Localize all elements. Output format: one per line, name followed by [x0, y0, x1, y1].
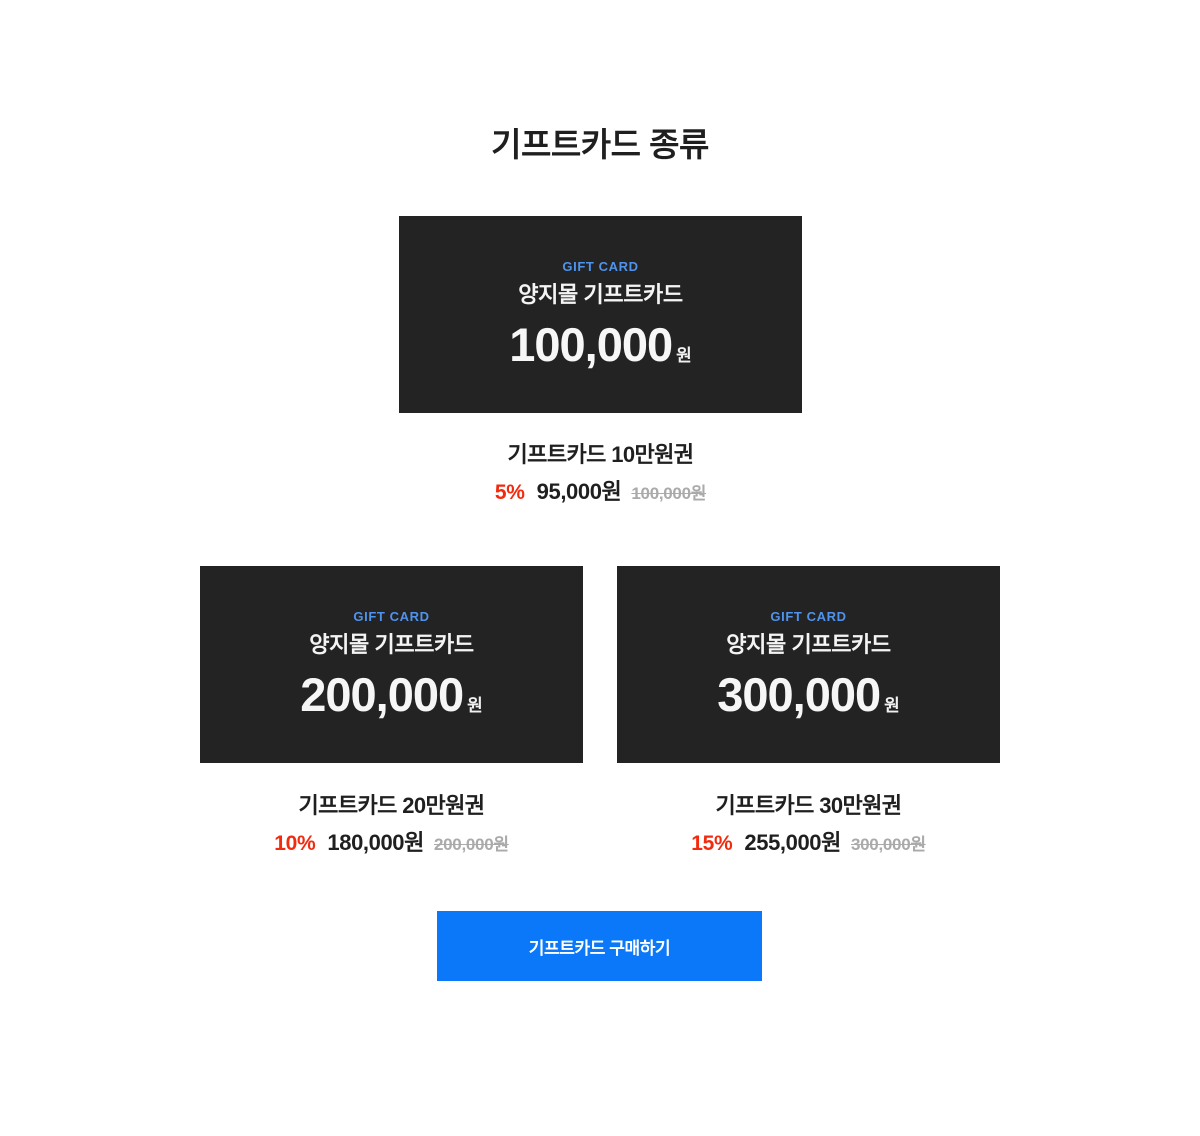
gift-card-amount: 300,000	[717, 667, 881, 721]
original-price: 300,000원	[851, 835, 926, 854]
gift-card-caption-300000: 기프트카드 30만원권 15% 255,000원 300,000원	[617, 791, 1000, 858]
gift-card-300000[interactable]: GIFT CARD 양지몰 기프트카드 300,000 원	[617, 566, 1000, 763]
gift-card-price-row: 15% 255,000원 300,000원	[617, 830, 1000, 858]
gift-card-amount-unit: 원	[884, 695, 900, 715]
gift-card-caption-200000: 기프트카드 20만원권 10% 180,000원 200,000원	[200, 791, 583, 858]
sale-price: 180,000원	[327, 830, 424, 855]
discount-rate: 15%	[691, 832, 733, 855]
gift-card-brand: 양지몰 기프트카드	[518, 281, 683, 307]
gift-card-caption-name: 기프트카드 10만원권	[507, 442, 695, 467]
gift-card-amount-row: 300,000 원	[717, 667, 900, 721]
gift-card-amount-unit: 원	[676, 345, 692, 365]
sale-price: 255,000원	[744, 830, 841, 855]
gift-card-price-row: 5% 95,000원 100,000원	[399, 479, 802, 507]
discount-rate: 5%	[494, 481, 525, 504]
gift-card-eyebrow: GIFT CARD	[562, 258, 639, 274]
gift-card-brand: 양지몰 기프트카드	[309, 631, 474, 657]
gift-card-caption-name: 기프트카드 20만원권	[298, 793, 486, 818]
gift-card-brand: 양지몰 기프트카드	[726, 631, 891, 657]
gift-card-amount-unit: 원	[467, 695, 483, 715]
purchase-giftcard-button[interactable]: 기프트카드 구매하기	[437, 911, 762, 981]
gift-card-amount: 200,000	[300, 667, 464, 721]
gift-card-price-row: 10% 180,000원 200,000원	[200, 830, 583, 858]
gift-card-100000[interactable]: GIFT CARD 양지몰 기프트카드 100,000 원	[399, 216, 802, 413]
gift-card-amount: 100,000	[509, 317, 673, 371]
gift-card-eyebrow: GIFT CARD	[353, 608, 430, 624]
original-price: 200,000원	[434, 835, 509, 854]
discount-rate: 10%	[274, 832, 316, 855]
gift-card-amount-row: 100,000 원	[509, 317, 692, 371]
page-title: 기프트카드 종류	[491, 126, 709, 164]
gift-card-amount-row: 200,000 원	[300, 667, 483, 721]
sale-price: 95,000원	[536, 479, 622, 504]
gift-card-eyebrow: GIFT CARD	[770, 608, 847, 624]
gift-card-200000[interactable]: GIFT CARD 양지몰 기프트카드 200,000 원	[200, 566, 583, 763]
original-price: 100,000원	[631, 484, 707, 503]
gift-card-caption-name: 기프트카드 30만원권	[715, 793, 903, 818]
gift-card-caption-100000: 기프트카드 10만원권 5% 95,000원 100,000원	[399, 440, 802, 507]
